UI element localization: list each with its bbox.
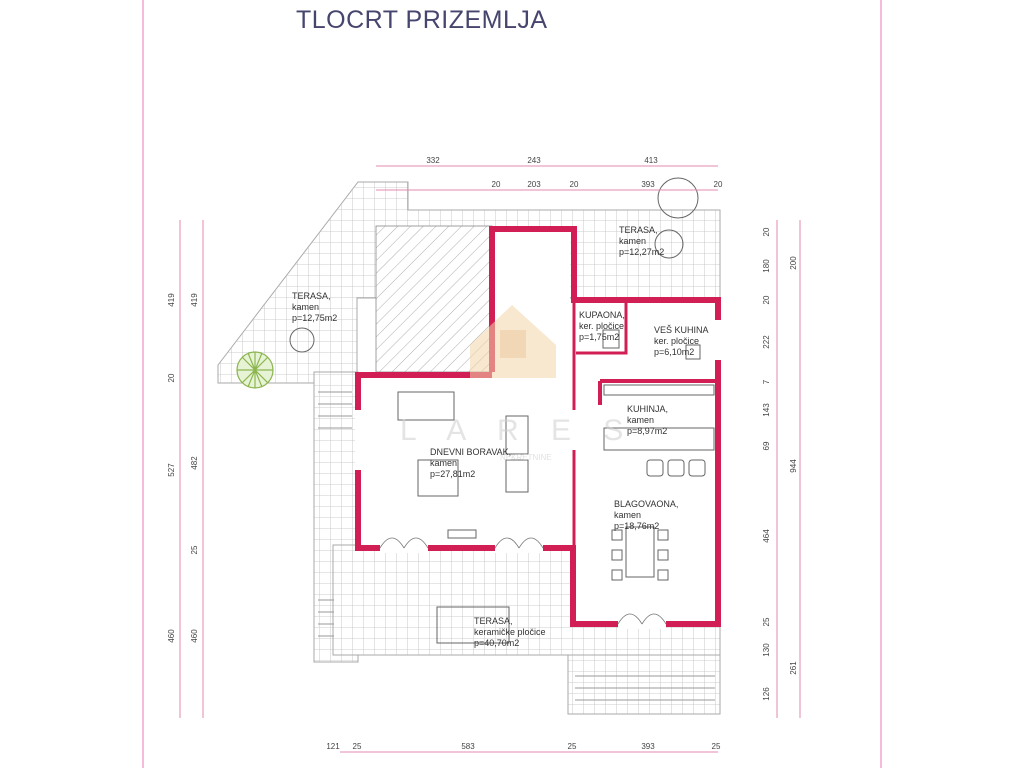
dim-left_inner: 25	[190, 545, 199, 554]
dim-left_inner: 460	[190, 629, 199, 643]
coffee-table	[417, 459, 459, 497]
armchair	[505, 415, 529, 455]
dim-top2: 203	[527, 180, 541, 189]
dim-right_inner: 143	[762, 403, 771, 417]
dim-right_inner: 69	[762, 441, 771, 450]
washing-machine	[685, 344, 701, 360]
kitchen-island	[603, 427, 715, 451]
dim-top2: 20	[714, 180, 723, 189]
dim-top2: 20	[492, 180, 501, 189]
dim-left_outer: 419	[167, 293, 176, 307]
watermark-letters: L A R E S	[400, 414, 635, 447]
dim-right_inner: 25	[762, 617, 771, 626]
stairs	[318, 391, 715, 701]
dim-right_inner: 130	[762, 643, 771, 657]
dim-left_outer: 20	[167, 373, 176, 382]
dim-bottom: 121	[326, 742, 340, 751]
watermark-tagline: NEKRETNINE	[500, 453, 552, 462]
terrace-table	[436, 606, 510, 644]
tv-unit	[447, 529, 477, 539]
armchair-2	[505, 459, 529, 493]
dim-left_outer: 460	[167, 629, 176, 643]
dim-top1: 332	[426, 156, 440, 165]
terrace-chair-top	[654, 229, 684, 259]
dim-bottom: 583	[461, 742, 475, 751]
terrace-chair-left	[289, 327, 315, 353]
dim-right_inner: 180	[762, 259, 771, 273]
dim-right_inner: 464	[762, 529, 771, 543]
dim-bottom: 393	[641, 742, 655, 751]
dim-top2: 393	[641, 180, 655, 189]
dim-left_inner: 482	[190, 456, 199, 470]
dimension-lines	[179, 165, 801, 753]
dim-right_inner: 126	[762, 687, 771, 701]
sofa	[397, 391, 455, 421]
watermark: L A R E S NEKRETNINE	[400, 305, 635, 462]
dim-top2: 20	[570, 180, 579, 189]
dining-table	[625, 526, 655, 578]
dim-left_outer: 527	[167, 463, 176, 477]
round-bay	[657, 177, 699, 219]
furniture	[289, 177, 715, 644]
dim-right_outer: 200	[789, 256, 798, 270]
openings	[355, 320, 723, 629]
toilet	[602, 329, 620, 349]
dim-right_outer: 944	[789, 459, 798, 473]
dim-top1: 243	[527, 156, 541, 165]
kitchen-counter	[603, 384, 715, 396]
dim-bottom: 25	[568, 742, 577, 751]
page-title: TLOCRT PRIZEMLJA	[296, 6, 548, 34]
dim-right_inner: 20	[762, 227, 771, 236]
dim-bottom: 25	[353, 742, 362, 751]
dim-right_inner: 222	[762, 335, 771, 349]
dim-right_inner: 7	[762, 379, 771, 384]
dim-top1: 413	[644, 156, 658, 165]
dim-right_outer: 261	[789, 661, 798, 675]
dim-right_inner: 20	[762, 295, 771, 304]
dim-bottom: 25	[712, 742, 721, 751]
dimension-labels: 332 243 413 20 203 20 393 20 121 25 583 25 393 25 419 2…	[167, 156, 798, 751]
dim-left_inner: 419	[190, 293, 199, 307]
plant-icon	[236, 351, 274, 389]
